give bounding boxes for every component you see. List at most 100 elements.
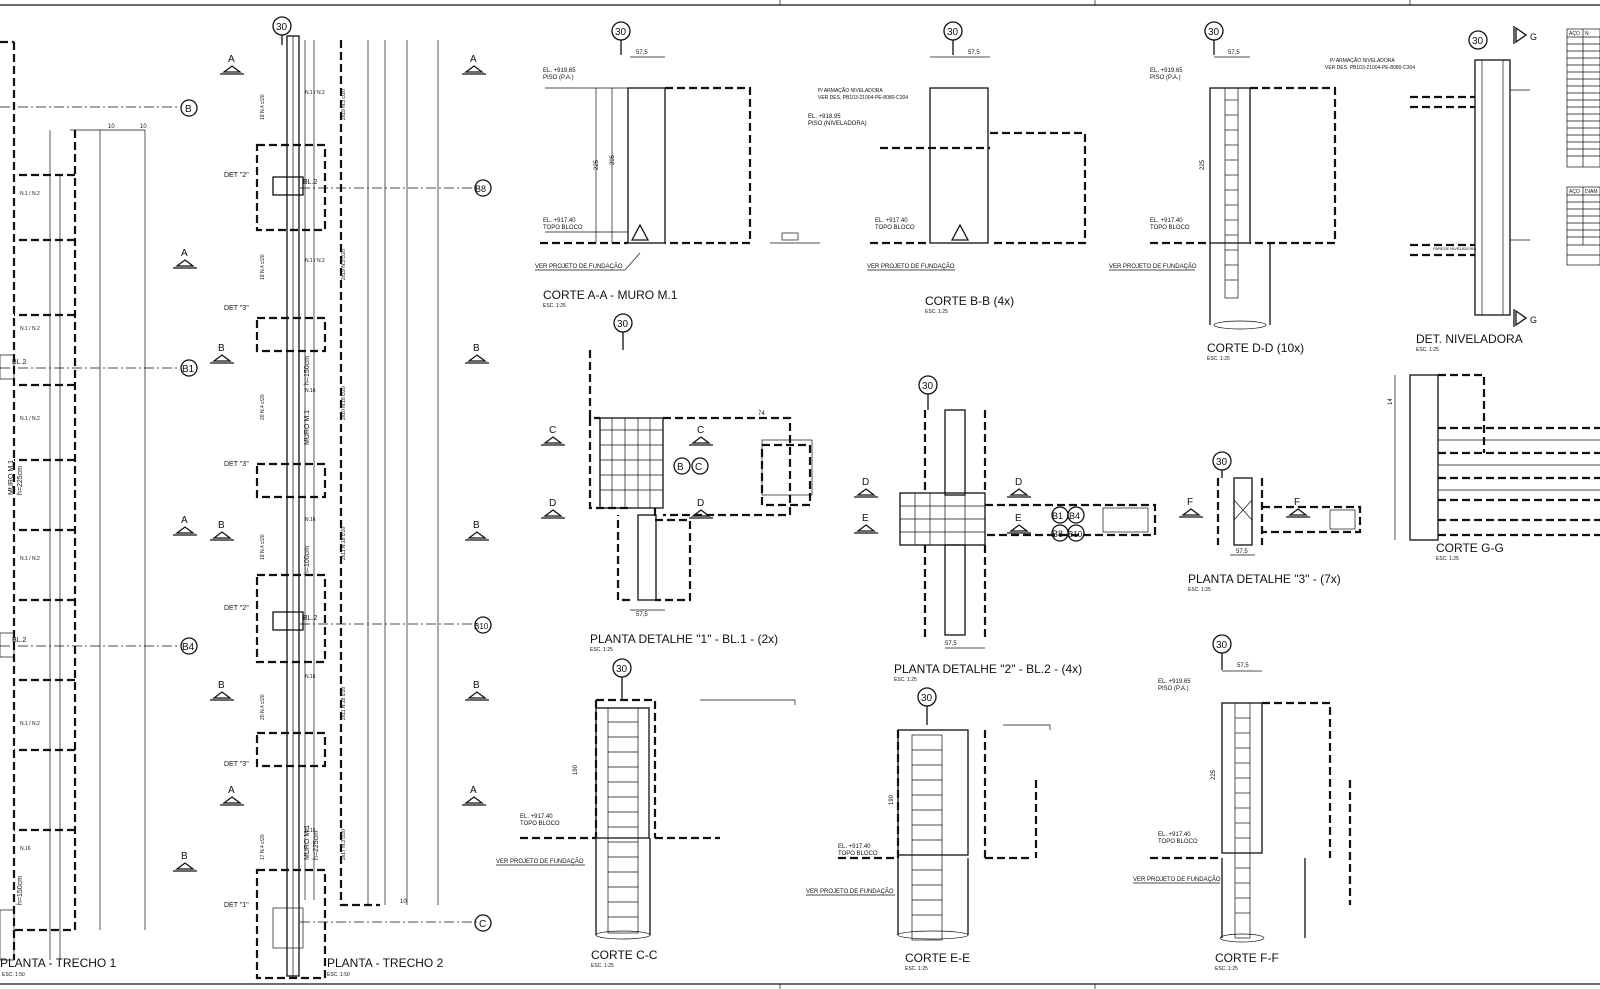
sm-b-t2-3: B xyxy=(218,520,225,531)
svg-text:2x19 N.3 c/20: 2x19 N.3 c/20 xyxy=(341,89,347,120)
pd2-marker-b1: B1 xyxy=(1052,511,1063,521)
svg-text:N.16: N.16 xyxy=(305,517,316,523)
svg-text:N.1 / N.2: N.1 / N.2 xyxy=(305,90,325,96)
h150-label-trecho1: h=150cm xyxy=(17,876,24,905)
det-label-6: DET "1" xyxy=(224,902,249,909)
grid-marker-b4: B4 xyxy=(180,637,198,655)
svg-text:19 N.4 c/20: 19 N.4 c/20 xyxy=(260,534,266,560)
dim-205-aa: 205 xyxy=(610,154,616,165)
grid-marker-b4-label: B4 xyxy=(182,642,195,653)
pd1-title: PLANTA DETALHE "1" - BL.1 - (2x) xyxy=(590,632,778,646)
det-niv-title: DET. NIVELADORA xyxy=(1416,332,1523,346)
grid-marker-c-label: C xyxy=(479,919,486,930)
corte-cc: 30 190 EL. +917.40 TOPO BLOCO VER PROJET… xyxy=(496,658,796,969)
det-niveladora: 30 G G P/ ARMAÇÃO NIVELADORA VER DES. PB… xyxy=(1325,26,1537,353)
el-topo-bb: EL. +917.40 xyxy=(875,218,908,224)
el-piso-aa: EL. +919.65 xyxy=(543,68,576,74)
sm-c-pd1-2: C xyxy=(697,425,704,436)
grid-marker-b10-label: B10 xyxy=(474,622,489,631)
sm-d-pd2-2: D xyxy=(1015,477,1022,488)
pd2-marker-b8: B8 xyxy=(1052,529,1063,539)
detail-30-ee: 30 xyxy=(921,693,933,704)
corte-dd: 30 57,5 EL. +919.65 PISO (P.A.) EL. +917… xyxy=(1109,21,1337,362)
corte-ee-title: CORTE E-E xyxy=(905,951,970,965)
corte-dd-title: CORTE D-D (10x) xyxy=(1207,341,1304,355)
det-label-5: DET "3" xyxy=(224,761,249,768)
el-topo-ee: EL. +917.40 xyxy=(838,844,871,850)
planta-detalhe-2: 30 57,5 B1 B4 B8 B10 D D E E PLANTA DETA… xyxy=(854,375,1157,683)
h100-label-trecho2: h=100cm xyxy=(304,546,311,575)
svg-text:19 N.4 c/20: 19 N.4 c/20 xyxy=(260,254,266,280)
svg-text:20 N.4 c/20: 20 N.4 c/20 xyxy=(260,694,266,720)
table1-h2: N xyxy=(1585,31,1589,37)
muro-label-trecho2a: MURO M.1 xyxy=(304,410,311,445)
planta-detalhe-3: 30 57,5 F F PLANTA DETALHE "3" - (7x) ES… xyxy=(1179,451,1362,593)
corte-gg-title: CORTE G-G xyxy=(1436,541,1504,555)
dim-575-dd: 57,5 xyxy=(1228,50,1240,56)
sm-d-pd2-1: D xyxy=(862,477,869,488)
corte-ee: 30 190 EL. +917.40 TOPO BLOCO VER PROJET… xyxy=(806,687,1051,972)
corte-ff: 30 57,5 225 EL. +919.65 PISO (P.A.) EL. … xyxy=(1133,634,1352,972)
topo-label-cc: TOPO BLOCO xyxy=(520,821,560,827)
dim-190-cc: 190 xyxy=(573,764,579,775)
dim-74-pd1: 74 xyxy=(758,411,765,417)
detail-30-pd2: 30 xyxy=(922,381,934,392)
dim-225-ff: 225 xyxy=(1211,769,1217,780)
topo-label-dd: TOPO BLOCO xyxy=(1150,225,1190,231)
dim-575-pd2: 57,5 xyxy=(945,641,957,647)
dim-10-a: 10 xyxy=(108,124,115,130)
corte-dd-scale: ESC. 1:25 xyxy=(1207,356,1230,362)
topo-label-aa: TOPO BLOCO xyxy=(543,225,583,231)
el-topo-ff: EL. +917.40 xyxy=(1158,832,1191,838)
svg-text:N.1 / N.2: N.1 / N.2 xyxy=(305,258,325,264)
svg-text:2x10 N.18 c/20: 2x10 N.18 c/20 xyxy=(341,386,347,420)
dim-14-gg: 14 xyxy=(1388,398,1394,405)
el-topo-dd: EL. +917.40 xyxy=(1150,218,1183,224)
grid-marker-b8-label: B8 xyxy=(475,184,486,194)
det-label-2: DET "3" xyxy=(224,305,249,312)
grid-marker-b: B xyxy=(180,99,198,117)
pd1-marker-b: B xyxy=(677,462,684,473)
planta-trecho-2-title: PLANTA - TRECHO 2 xyxy=(327,956,444,970)
dim-575-aa: 57,5 xyxy=(636,50,648,56)
note-ver-bb: VER DES. PB103-21004-PE-8080-C304 xyxy=(818,95,908,101)
grid-marker-b-label: B xyxy=(185,104,192,115)
bl2-label-2: BL.2 xyxy=(12,637,27,644)
corte-aa-scale: ESC. 1:25 xyxy=(543,303,566,309)
rebar-table-1: AÇO N xyxy=(1566,28,1600,168)
svg-text:N.1 / N.2: N.1 / N.2 xyxy=(20,416,40,422)
svg-text:2x11 N.18 c/20: 2x11 N.18 c/20 xyxy=(341,527,347,560)
topo-label-bb: TOPO BLOCO xyxy=(875,225,915,231)
corte-ff-scale: ESC. 1:25 xyxy=(1215,966,1238,972)
svg-text:19 N.4 c/20: 19 N.4 c/20 xyxy=(260,94,266,120)
planta-trecho-2: 30 BL.2 BL.2 MURO M.1 h=150cm h=100cm MU… xyxy=(224,16,477,980)
el-piso-dd: EL. +919.65 xyxy=(1150,68,1183,74)
muro-label-trecho1: MURO M.1 xyxy=(8,460,15,495)
svg-text:20 N.4 c/20: 20 N.4 c/20 xyxy=(260,394,266,420)
det-label-3: DET "3" xyxy=(224,461,249,468)
rebar-table-2: AÇO DIAM xyxy=(1566,186,1600,266)
detail-30-pd1: 30 xyxy=(617,319,629,330)
planta-trecho-1-scale: ESC. 1:50 xyxy=(2,972,25,978)
planta-trecho-1: N.1 / N.2 N.1 / N.2 N.1 / N.2 N.1 / N.2 … xyxy=(0,40,180,978)
section-marks-trecho2: A A B B B B B B A A xyxy=(210,54,489,806)
svg-text:N.1 / N.2: N.1 / N.2 xyxy=(20,721,40,727)
note-arm-niv: P/ ARMAÇÃO NIVELADORA xyxy=(1330,57,1395,64)
sm-b-t2-1: B xyxy=(218,343,225,354)
el-topo-aa: EL. +917.40 xyxy=(543,218,576,224)
bl2-label-1: BL.2 xyxy=(12,359,27,366)
dim-190-ee: 190 xyxy=(889,794,895,805)
grid-marker-c: C xyxy=(474,914,492,932)
topo-label-ff: TOPO BLOCO xyxy=(1158,839,1198,845)
h225-label-trecho2: h=225cm xyxy=(313,831,320,860)
dim-575-bb: 57,5 xyxy=(968,50,980,56)
grid-marker-b1: B1 xyxy=(180,359,198,377)
detail-30-trecho2: 30 xyxy=(276,22,288,33)
corte-gg: 14 CORTE G-G ESC. 1:25 xyxy=(1388,373,1600,562)
pd3-title: PLANTA DETALHE "3" - (7x) xyxy=(1188,572,1341,586)
corte-ee-scale: ESC. 1:25 xyxy=(905,966,928,972)
parede-niv-label: PAREDE NIVELADORA xyxy=(1433,246,1476,251)
dim-10-b: 10 xyxy=(140,124,147,130)
table2-h2: DIAM xyxy=(1585,189,1598,195)
el-piso-ff: EL. +919.65 xyxy=(1158,679,1191,685)
